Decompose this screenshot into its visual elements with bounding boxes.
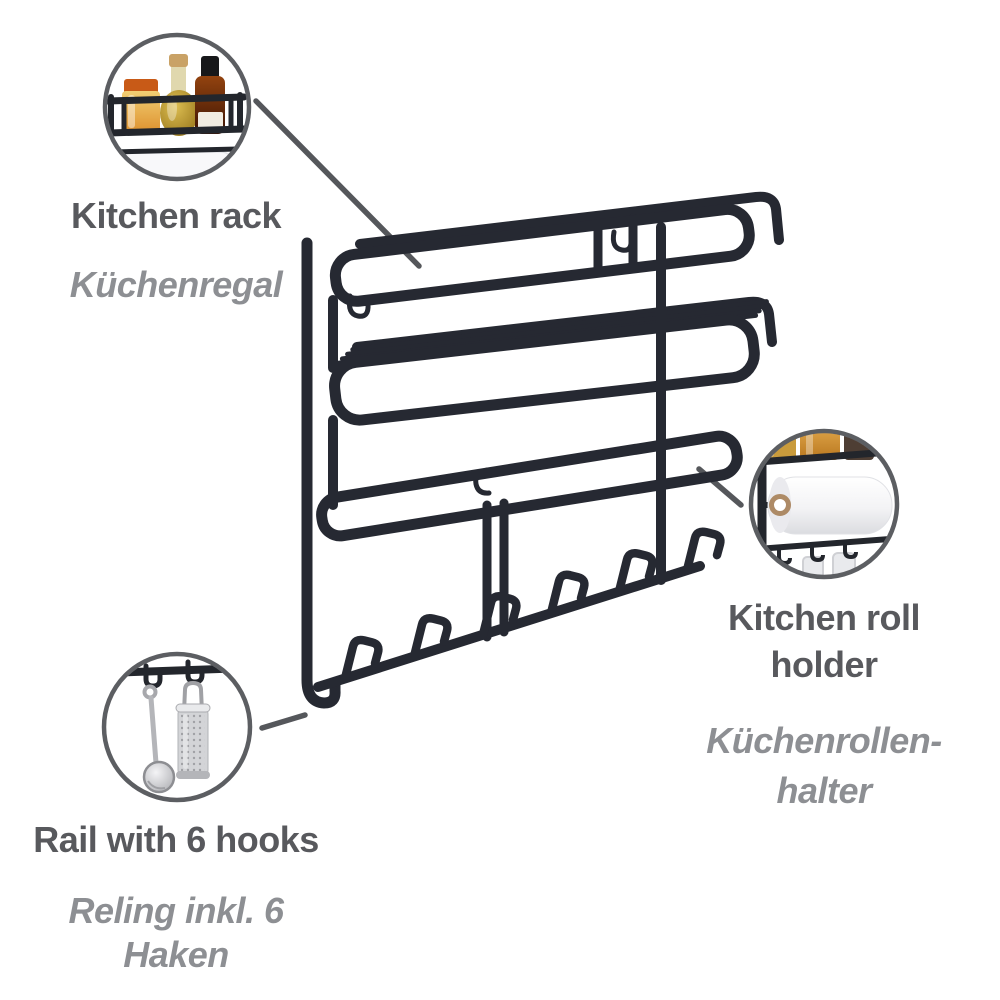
rail-with-hooks-title: Rail with 6 hooks [33, 819, 319, 860]
connector-rail-with-hooks [259, 712, 308, 731]
hook-2 [409, 613, 452, 661]
kitchen-rack-title: Kitchen rack [70, 195, 282, 236]
callout-circle-kitchen-rack [102, 32, 252, 182]
kitchen-roll-holder-subtitle-line1: Küchenrollen- [706, 720, 942, 761]
callout-label-rail-with-hooks: Rail with 6 hooks Reling inkl. 6 Haken [14, 816, 338, 977]
callout-label-kitchen-roll-holder: Kitchen roll holder Küchenrollen- halter [694, 594, 954, 816]
rack-illustration [301, 191, 784, 709]
paper-roll [767, 476, 893, 535]
hook-3 [478, 592, 521, 639]
kitchen-roll-holder-subtitle-line2: halter [776, 770, 872, 811]
callout-label-kitchen-rack: Kitchen rack Küchenregal [16, 192, 336, 309]
kitchen-roll-holder-title-line1: Kitchen roll [727, 597, 921, 638]
hook-5 [614, 548, 657, 596]
spice-jar [122, 79, 160, 134]
rack-top-basket [329, 191, 784, 319]
callout-circle-rail-with-hooks [101, 651, 253, 803]
rack-hook-rail [313, 527, 725, 692]
photo-rail-with-hooks [106, 656, 248, 798]
kitchen-rack-subtitle: Küchenregal [69, 264, 283, 305]
rail-with-hooks-subtitle-line1: Reling inkl. 6 [68, 890, 284, 931]
rack-roll-rail [316, 430, 743, 542]
kitchen-roll-holder-title-line2: holder [770, 644, 878, 685]
rack-middle-basket [329, 296, 777, 426]
measuring-spoon [142, 684, 176, 794]
shelf-rails [107, 92, 247, 155]
hook-1 [340, 635, 383, 683]
hook-6 [682, 527, 725, 575]
rail-with-hooks-subtitle-line2: Haken [123, 934, 229, 975]
mesh-shaker [175, 680, 211, 779]
hook-4 [546, 570, 589, 618]
callout-circle-kitchen-roll-holder [748, 428, 900, 580]
